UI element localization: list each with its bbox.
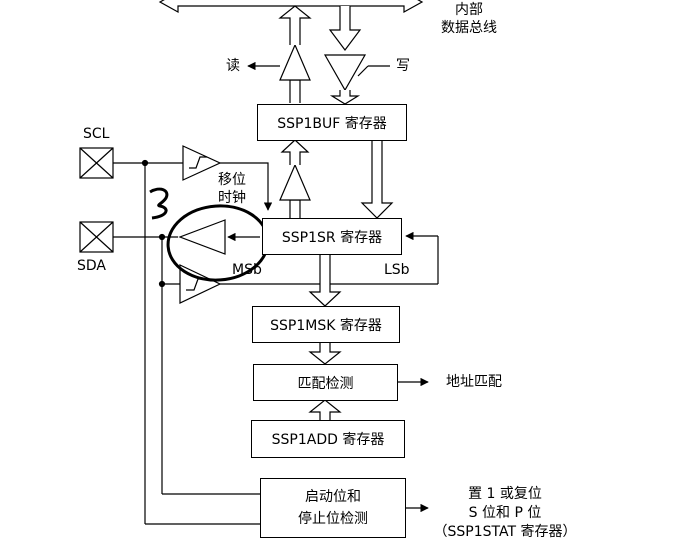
internal-bus-arrow: [158, 0, 424, 14]
buf-to-sr-arrow: [360, 140, 394, 219]
ssp1add-register: SSP1ADD 寄存器: [251, 420, 405, 458]
lsb-label: LSb: [384, 262, 410, 278]
read-path-arrow: [289, 79, 301, 103]
sda-output-buffer: [178, 219, 226, 255]
start-stop-line1: 启动位和: [305, 489, 361, 505]
ssp1sr-register: SSP1SR 寄存器: [262, 218, 402, 255]
add-to-match-arrow: [308, 399, 342, 420]
address-match-label: 地址匹配: [446, 374, 502, 390]
ssp1msk-register: SSP1MSK 寄存器: [252, 306, 400, 343]
internal-bus-label-line2: 数据总线: [441, 20, 497, 36]
write-path-arrow: [328, 6, 362, 51]
shift-clock-line2: 时钟: [218, 190, 246, 206]
sr-to-msk-arrow: [308, 255, 342, 307]
msb-label: MSb: [232, 262, 262, 278]
handwritten-mark: [149, 187, 169, 220]
read-label: 读: [226, 58, 240, 74]
status-line2: S 位和 P 位: [468, 505, 542, 521]
scl-schmitt-buffer: [182, 145, 222, 181]
start-stop-detect: 启动位和 停止位检测: [260, 478, 406, 538]
write-label: 写: [396, 58, 410, 74]
status-line1: 置 1 或复位: [468, 486, 542, 502]
ssp1buf-register: SSP1BUF 寄存器: [257, 104, 407, 141]
status-line3: （SSP1STAT 寄存器）: [433, 524, 577, 540]
scl-label: SCL: [83, 126, 110, 142]
shift-clock-line1: 移位: [218, 172, 246, 188]
sda-schmitt-buffer: [179, 264, 222, 304]
sr-to-buf-arrow: [289, 199, 301, 218]
msk-to-match-arrow: [308, 343, 342, 365]
match-detect: 匹配检测: [253, 364, 398, 401]
sda-label: SDA: [77, 258, 106, 274]
internal-bus-label-line1: 内部: [455, 2, 483, 18]
start-stop-line2: 停止位检测: [298, 511, 368, 527]
